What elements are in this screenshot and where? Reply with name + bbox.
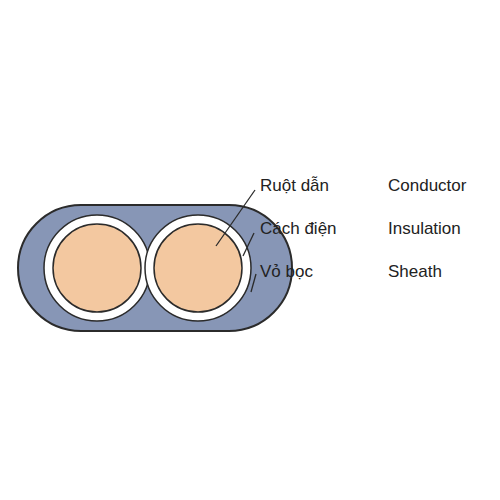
conductor-core [53,224,141,312]
leader-line [243,233,254,256]
conductor-core [154,224,242,312]
cable-sheath [18,205,292,331]
part-name-vi: Cách điện [260,219,337,239]
insulation-ring [44,215,150,321]
leader-line [251,274,256,292]
leader-line [216,190,255,246]
part-name-en: Sheath [388,262,442,282]
insulation-ring [145,215,251,321]
part-name-en: Conductor [388,176,466,196]
part-name-vi: Ruột dẫn [260,176,329,196]
part-name-en: Insulation [388,219,461,239]
part-name-vi: Vỏ bọc [260,262,313,282]
